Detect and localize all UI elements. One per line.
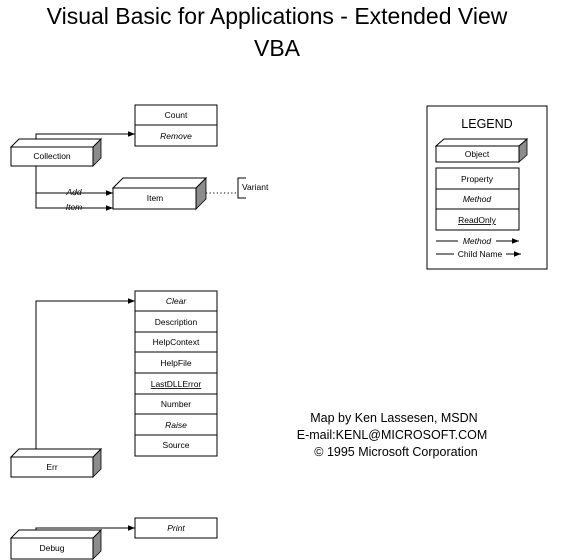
legend-title: LEGEND (461, 117, 512, 131)
debug-members: Print (134, 517, 218, 539)
legend-method: Method (463, 194, 492, 204)
err-to-members-arrow (35, 298, 135, 449)
debug-object: Debug (9, 529, 103, 560)
item-label: Item (147, 193, 164, 203)
number-property: Number (161, 399, 191, 409)
source-property: Source (163, 440, 190, 450)
legend-property: Property (461, 174, 494, 184)
variant-bracket (237, 177, 246, 199)
helpcontext-property: HelpContext (153, 337, 200, 347)
description-property: Description (155, 317, 198, 327)
legend: LEGEND Object Property Method ReadOnly M… (426, 105, 548, 270)
err-label: Err (46, 462, 58, 472)
variant-label: Variant (242, 182, 269, 192)
print-method: Print (167, 523, 185, 533)
item-arrow (35, 166, 113, 211)
clear-method: Clear (166, 296, 187, 306)
title-line-1: Visual Basic for Applications - Extended… (47, 3, 508, 29)
credit-copyright: © 1995 Microsoft Corporation (314, 445, 478, 459)
credits: Map by Ken Lassesen, MSDN E-mail:KENL@MI… (297, 411, 487, 459)
item-object: Item (111, 177, 208, 210)
collection-members: Count Remove (134, 104, 218, 147)
helpfile-property: HelpFile (160, 358, 191, 368)
legend-readonly: ReadOnly (458, 215, 497, 225)
legend-object: Object (465, 149, 490, 159)
remove-method: Remove (160, 131, 192, 141)
collection-to-members-arrow (35, 131, 135, 139)
legend-method-arrow-label: Method (463, 236, 492, 246)
debug-to-members-arrow (35, 525, 135, 531)
collection-label: Collection (33, 151, 71, 161)
legend-child-arrow-label: Child Name (458, 249, 503, 259)
debug-label: Debug (39, 543, 64, 553)
add-arrow-label: Add (65, 187, 81, 197)
item-arrow-label: Item (66, 202, 83, 212)
collection-object: Collection (9, 138, 103, 167)
err-members: Clear Description HelpContext HelpFile L… (134, 290, 218, 457)
count-property: Count (165, 110, 188, 120)
title-line-2: VBA (254, 35, 301, 61)
lastdllerror-property: LastDLLError (151, 379, 202, 389)
raise-method: Raise (165, 420, 187, 430)
err-object: Err (9, 448, 103, 478)
credit-author: Map by Ken Lassesen, MSDN (310, 411, 477, 425)
credit-email: E-mail:KENL@MICROSOFT.COM (297, 428, 487, 442)
